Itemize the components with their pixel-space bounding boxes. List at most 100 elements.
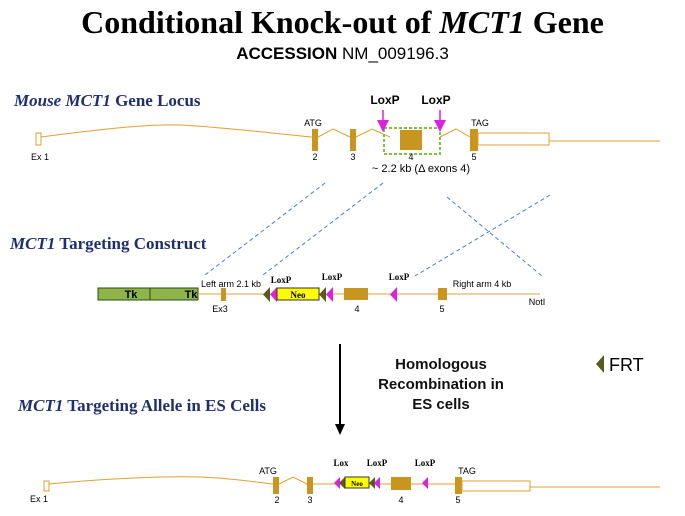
allele-exon1-box: [43, 480, 50, 492]
locus-exon2: [312, 129, 318, 151]
locus-exon3: [350, 129, 356, 151]
construct-rest: Targeting Construct: [55, 234, 207, 253]
construct-tk2-label: Tk: [185, 289, 199, 301]
construct-tk1-label: Tk: [125, 289, 139, 301]
homology-line-4: [414, 194, 551, 277]
allele-loxp-3: [422, 477, 428, 489]
locus-exon5-label: 5: [471, 152, 476, 162]
allele-utr-box: [461, 480, 531, 492]
locus-loxp2-label: LoxP: [421, 93, 450, 107]
construct-loxp1-label: LoxP: [271, 275, 292, 285]
construct-notl-label: NotI: [529, 297, 546, 307]
construct-gene: MCT1: [10, 234, 56, 253]
allele-atg-label: ATG: [259, 466, 277, 476]
allele-lox-label: Lox: [333, 458, 349, 468]
construct-loxp2-label: LoxP: [322, 272, 343, 282]
section-locus-title: Mouse MCT1 Gene Locus: [14, 91, 201, 111]
allele-loxp2-label: LoxP: [415, 458, 436, 468]
allele-exon4: [391, 477, 411, 490]
recombination-line3: ES cells: [412, 396, 470, 413]
allele-frt-1: [339, 477, 345, 489]
allele-exon3-label: 3: [307, 495, 312, 505]
locus-atg-label: ATG: [304, 118, 322, 128]
construct-exon5-label: 5: [439, 304, 444, 314]
locus-gene: Mouse MCT1: [14, 91, 111, 110]
construct-loxp-3: [390, 287, 397, 302]
frt-legend-label: FRT: [609, 355, 644, 375]
construct-frt-1: [263, 287, 270, 302]
frt-legend-icon: [596, 355, 604, 373]
allele-neo-box: [344, 476, 370, 489]
title-gene: MCT1: [439, 4, 525, 40]
allele-exon2-label: 2: [274, 495, 279, 505]
construct-loxp3-label: LoxP: [389, 272, 410, 282]
locus-exon2-label: 2: [312, 152, 317, 162]
construct-frt-2: [319, 287, 326, 302]
locus-exon1-box: [35, 132, 42, 146]
locus-tag-label: TAG: [471, 118, 489, 128]
construct-row: Tk Tk Neo Left arm 2.1 kb Right arm 4 kb…: [97, 272, 546, 314]
allele-neo-label: Neo: [351, 480, 363, 488]
locus-loxp1-label: LoxP: [370, 93, 399, 107]
accession-value: NM_009196.3: [342, 44, 449, 63]
allele-exon2: [273, 477, 279, 494]
locus-row: Ex 1 ATG TAG 2 3 4 5 LoxP LoxP ~ 2.2 kb …: [31, 93, 660, 175]
locus-exon3-label: 3: [350, 152, 355, 162]
construct-ex3: [221, 288, 226, 301]
allele-tag-label: TAG: [458, 466, 476, 476]
title-suffix: Gene: [524, 4, 604, 40]
title-prefix: Conditional Knock-out of: [81, 4, 440, 40]
construct-left-arm-label: Left arm 2.1 kb: [201, 279, 261, 289]
construct-ex3-label: Ex3: [212, 304, 228, 314]
accession-line: ACCESSION NM_009196.3: [0, 44, 685, 64]
construct-exon4: [344, 288, 368, 300]
section-allele-title: MCT1 Targeting Allele in ES Cells: [18, 396, 266, 416]
page-title: Conditional Knock-out of MCT1 Gene: [0, 4, 685, 41]
allele-gene: MCT1: [18, 396, 64, 415]
allele-frt-2: [369, 477, 375, 489]
construct-loxp-1: [270, 287, 277, 302]
construct-exon4-label: 4: [354, 304, 359, 314]
construct-right-arm-label: Right arm 4 kb: [453, 279, 512, 289]
allele-exon4-label: 4: [398, 495, 403, 505]
locus-ex1-label: Ex 1: [31, 152, 49, 162]
allele-exon5-label: 5: [455, 495, 460, 505]
recombination-text: Homologous Recombination in ES cells: [360, 355, 522, 415]
recombination-line2: Recombination in: [378, 376, 504, 393]
allele-loxp-2: [374, 477, 380, 489]
allele-intron-1-2: [48, 476, 274, 485]
allele-exon3: [307, 477, 313, 494]
allele-loxp1-label: LoxP: [367, 458, 388, 468]
construct-loxp-2: [326, 287, 333, 302]
locus-deletion-box: [383, 127, 441, 155]
locus-utr-box: [477, 132, 550, 146]
construct-neo-box: [276, 287, 320, 301]
locus-intron-2-3: [317, 128, 351, 138]
locus-rest: Gene Locus: [110, 91, 201, 110]
homology-line-3: [446, 196, 543, 277]
locus-exon4-label: 4: [408, 152, 413, 162]
allele-rest: Targeting Allele in ES Cells: [63, 396, 266, 415]
recombination-arrow-head: [335, 424, 345, 435]
allele-exon5: [455, 477, 462, 494]
construct-neo-label: Neo: [291, 290, 306, 300]
allele-row: Neo Ex 1 ATG TAG 2 3 4 5 Lox LoxP LoxP: [30, 458, 660, 505]
accession-label: ACCESSION: [236, 44, 338, 63]
recombination-arrow: [335, 344, 345, 435]
locus-exon5: [470, 129, 478, 151]
recombination-line1: Homologous: [395, 356, 487, 373]
locus-intron-4-5: [439, 128, 471, 138]
homology-line-1: [204, 182, 326, 276]
allele-ex1-label: Ex 1: [30, 494, 48, 504]
locus-exon4: [400, 130, 422, 150]
homology-line-2: [262, 182, 384, 276]
homology-lines: [204, 182, 551, 277]
locus-intron-1-2: [40, 124, 313, 138]
allele-intron-2-3: [278, 476, 308, 485]
construct-exon5: [438, 288, 447, 300]
locus-deletion-label: ~ 2.2 kb (Δ exons 4): [372, 163, 470, 175]
allele-loxp-1: [334, 477, 340, 489]
section-construct-title: MCT1 Targeting Construct: [10, 234, 206, 254]
